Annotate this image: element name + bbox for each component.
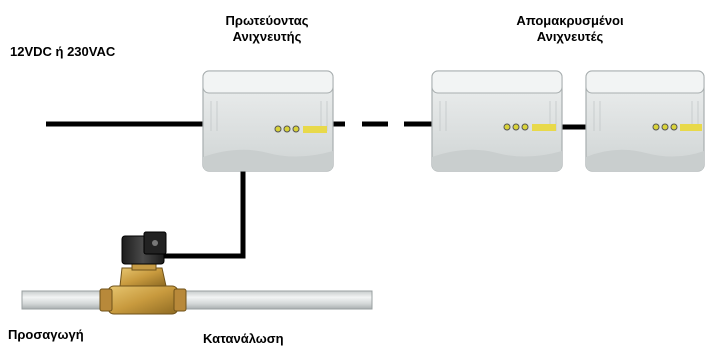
remote-detectors-label-line: Απομακρυσμένοι — [516, 13, 624, 28]
valve-cable — [162, 170, 246, 259]
power-supply-label: 12VDC ή 230VAC — [10, 44, 116, 59]
remote-detectors-label: Απομακρυσμένοι Ανιχνευτές — [505, 13, 635, 45]
primary-detector-label-line: Ανιχνευτής — [232, 29, 302, 44]
consumption-label: Κατανάλωση — [203, 331, 284, 346]
supply-label: Προσαγωγή — [8, 327, 84, 342]
gas-detector-panel-icon — [202, 70, 334, 172]
primary-detector-label-line: Πρωτεύοντας — [225, 13, 309, 28]
gas-detector-panel-icon — [431, 70, 563, 172]
gas-detector-panel-icon — [585, 70, 705, 172]
pipe-icon — [21, 290, 373, 310]
solenoid-valve-icon — [99, 231, 187, 315]
remote-detectors-label-line: Ανιχνευτές — [536, 29, 604, 44]
primary-detector-label: Πρωτεύοντας Ανιχνευτής — [212, 13, 322, 45]
